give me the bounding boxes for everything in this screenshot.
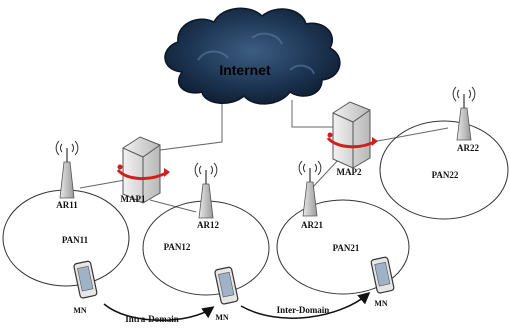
inter-domain-arrow <box>240 292 371 319</box>
map2-label: MAP2 <box>337 167 362 177</box>
mn3-label: MN <box>374 299 388 308</box>
link-map1-ar12 <box>149 199 197 213</box>
mn2-label: MN <box>215 313 229 322</box>
link-internet-map2 <box>291 100 333 128</box>
ar11-antenna-icon <box>55 140 79 199</box>
pan22-label: PAN22 <box>432 170 459 180</box>
ar11-label: AR11 <box>56 200 78 210</box>
internet-cloud: Internet <box>164 7 341 105</box>
ar21-antenna-icon <box>298 160 322 217</box>
link-map2-ar21 <box>311 157 341 189</box>
mn1-label: MN <box>73 306 87 315</box>
ar21-label: AR21 <box>301 220 323 230</box>
pan22-coverage <box>379 120 509 220</box>
ar12-antenna-icon <box>194 162 218 219</box>
map1-label: MAP1 <box>121 194 146 204</box>
mn1-phone-icon <box>73 260 98 299</box>
intra-domain-label: Intra-Domain <box>125 314 179 324</box>
internet-label: Internet <box>219 62 271 78</box>
network-links <box>79 100 449 213</box>
link-map1-ar11 <box>79 179 126 189</box>
ar12-label: AR12 <box>197 220 219 230</box>
link-map2-ar22 <box>371 127 449 143</box>
pan21-coverage <box>276 199 410 295</box>
pan11-label: PAN11 <box>62 235 89 245</box>
intra-domain-arrow <box>103 303 215 321</box>
ar22-antenna-icon <box>452 86 476 141</box>
map2-server-icon <box>326 101 378 169</box>
pan12-label: PAN12 <box>164 242 191 252</box>
pan21-label: PAN21 <box>333 243 360 253</box>
inter-domain-label: Inter-Domain <box>277 305 330 315</box>
link-internet-map1 <box>159 100 223 151</box>
mn3-phone-icon <box>370 256 395 294</box>
map1-server-icon <box>116 136 170 204</box>
ar22-label: AR22 <box>457 143 479 153</box>
mn2-phone-icon <box>214 266 239 305</box>
